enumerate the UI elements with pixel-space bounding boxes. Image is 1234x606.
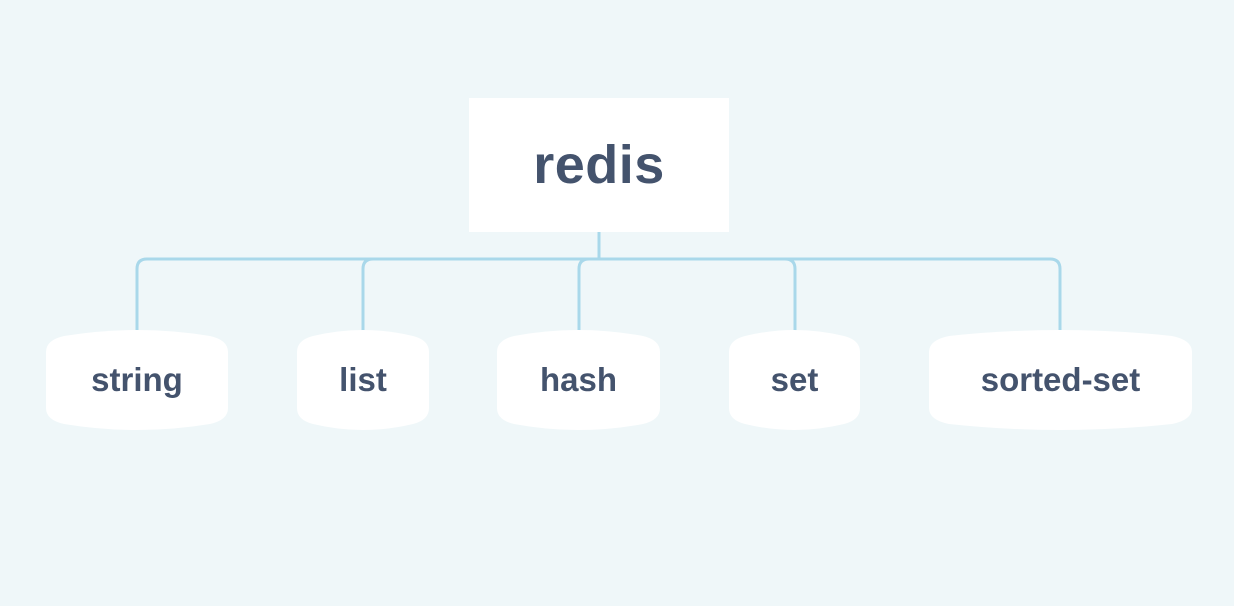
child-node-set: set: [729, 330, 860, 430]
child-node-label: list: [339, 361, 387, 398]
connector-branch-3: [577, 257, 601, 332]
child-node-label: string: [91, 361, 183, 398]
node-shape: [497, 330, 660, 430]
node-shape: [297, 330, 429, 430]
child-node-sorted-set: sorted-set: [929, 330, 1192, 430]
node-shape: [929, 330, 1192, 430]
root-node-redis: redis: [469, 98, 729, 232]
child-node-label: hash: [539, 361, 618, 398]
child-node-label: sorted-set: [980, 361, 1141, 398]
node-shape: [46, 330, 228, 430]
root-node-label: redis: [533, 135, 665, 195]
connector-branch-4: [597, 257, 797, 332]
child-node-label: set: [770, 361, 819, 398]
connector-branch-2: [361, 257, 601, 332]
child-node-string: string: [46, 330, 228, 430]
connector-branch-1: [135, 257, 601, 332]
child-node-hash: hash: [497, 330, 660, 430]
child-node-list: list: [297, 330, 429, 430]
node-shape: [729, 330, 860, 430]
connector-branch-5: [597, 257, 1062, 332]
